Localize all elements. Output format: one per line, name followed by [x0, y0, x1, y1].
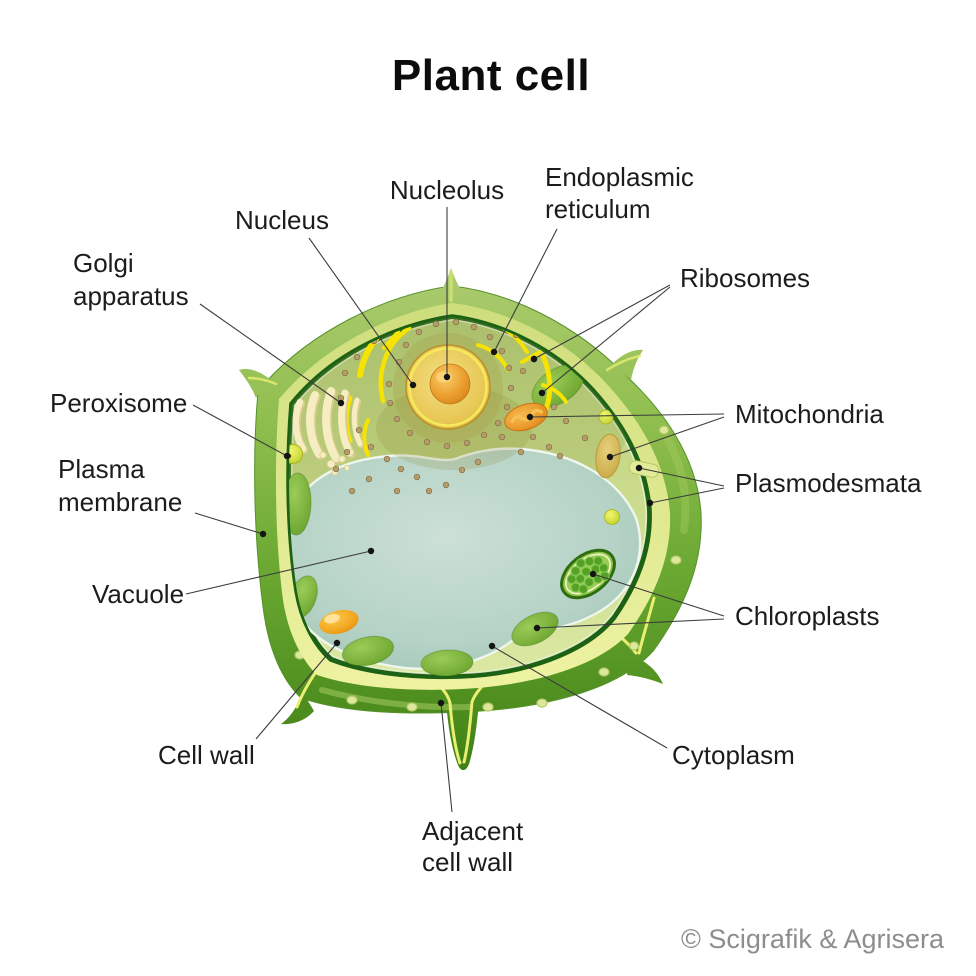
label-adjacent-cell-wall-line1: Adjacent [422, 816, 524, 846]
label-nucleolus: Nucleolus [390, 175, 504, 205]
label-plasmodesmata: Plasmodesmata [735, 468, 922, 498]
leader-adjacent-cell-wall [440, 702, 453, 813]
leader-chloroplasts-1 [592, 573, 725, 617]
lipid-droplet [319, 609, 359, 635]
leader-endoplasmic-reticulum [493, 228, 558, 353]
leader-nucleus [308, 237, 414, 386]
label-mitochondria: Mitochondria [735, 399, 884, 429]
leader-cytoplasm [491, 645, 668, 749]
label-cytoplasm: Cytoplasm [672, 740, 795, 770]
copyright-credit: © Scigrafik & Agrisera [681, 924, 945, 954]
vesicle [598, 409, 614, 425]
label-peroxisome: Peroxisome [50, 388, 187, 418]
label-endoplasmic-reticulum-line1: Endoplasmic [545, 162, 694, 192]
label-endoplasmic-reticulum-line2: reticulum [545, 194, 650, 224]
chloroplast [341, 635, 395, 667]
leader-plasmodesmata-2 [649, 487, 725, 504]
vesicle [604, 509, 620, 525]
leader-mitochondria-2 [609, 416, 725, 458]
label-adjacent-cell-wall-line2: cell wall [422, 847, 513, 877]
label-plasma-membrane-line2: membrane [58, 487, 182, 517]
wall-spike-upper-left [239, 369, 270, 398]
label-nucleus: Nucleus [235, 205, 329, 235]
leader-cell-wall [255, 642, 338, 740]
label-cell-wall: Cell wall [158, 740, 255, 770]
mitochondrion-1 [504, 402, 548, 432]
leader-mitochondria-1 [529, 413, 725, 418]
nucleus [405, 344, 491, 430]
label-chloroplasts: Chloroplasts [735, 601, 880, 631]
label-vacuole: Vacuole [92, 579, 184, 609]
leader-plasmodesmata-1 [638, 467, 725, 487]
chloroplast [420, 649, 474, 677]
label-ribosomes: Ribosomes [680, 263, 810, 293]
leader-vacuole [185, 550, 372, 595]
wall-curl-lower-right [627, 655, 663, 684]
nucleolus [429, 363, 471, 405]
leader-lines [185, 207, 725, 813]
label-plasma-membrane-line1: Plasma [58, 454, 145, 484]
leader-plasma-membrane [194, 512, 264, 535]
leader-peroxisome [192, 404, 288, 457]
leader-chloroplasts-2 [536, 618, 725, 629]
cell-illustration [239, 268, 702, 771]
leader-endpoint-dots [259, 348, 654, 707]
page-title: Plant cell [392, 51, 590, 100]
leader-golgi [199, 303, 342, 404]
label-golgi-apparatus-line1: Golgi [73, 248, 134, 278]
peroxisome [289, 444, 303, 464]
leader-ribosomes-2 [541, 286, 671, 394]
label-golgi-apparatus-line2: apparatus [73, 281, 189, 311]
golgi-apparatus [292, 387, 365, 476]
leader-ribosomes-1 [533, 284, 671, 360]
